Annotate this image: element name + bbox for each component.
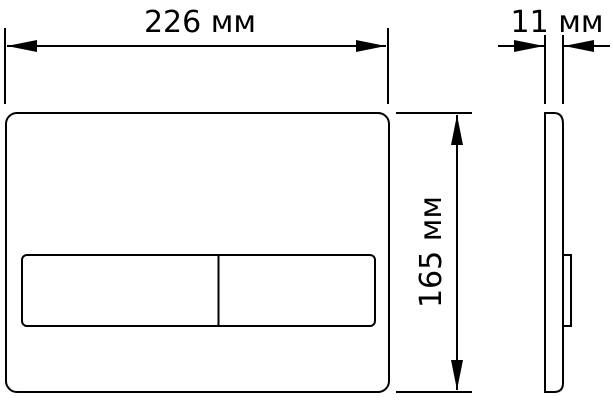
depth-dimension: 11 мм [498,5,610,104]
height-dimension: 165 мм [396,112,472,393]
side-button-protrusion [564,254,572,327]
side-plate-profile [544,112,564,393]
width-dimension-label: 226 мм [144,5,256,40]
buttons-outline [21,254,376,327]
side-view [544,112,572,393]
flush-buttons [21,254,376,327]
front-view [5,112,390,393]
width-dimension: 226 мм [4,5,389,104]
height-dimension-label: 165 мм [414,196,449,308]
front-plate-outline [5,112,390,393]
depth-dimension-label: 11 мм [511,5,604,40]
